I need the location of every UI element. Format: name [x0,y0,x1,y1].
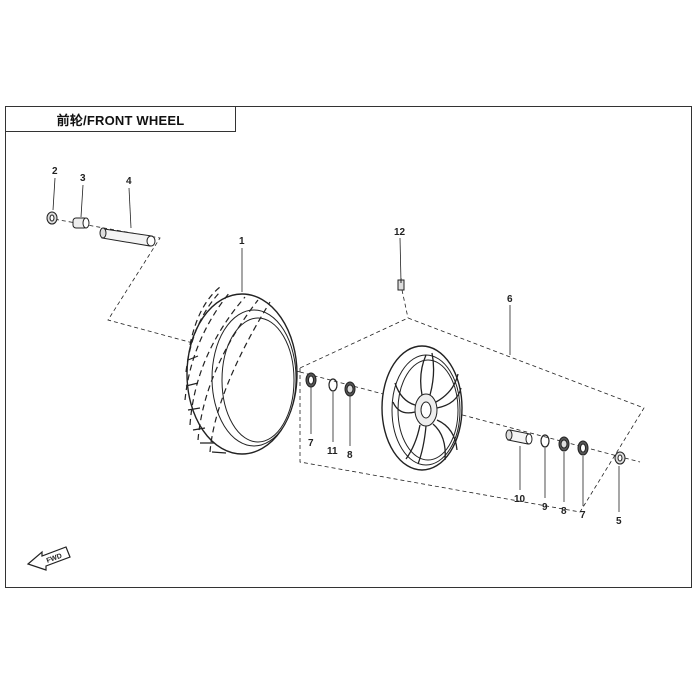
circlip-right-part [540,434,550,448]
callout-9: 9 [542,502,548,513]
tire-part [184,286,298,455]
bearing-left [344,381,356,397]
valve-part [397,278,405,291]
callout-labels: 2 3 4 1 12 6 7 11 8 10 9 8 7 5 [52,166,622,527]
callout-5: 5 [616,516,622,527]
oil-seal-left [305,372,317,388]
title-text: 前轮/FRONT WHEEL [56,112,185,128]
fwd-arrow-icon: FWD [26,546,71,571]
callout-6: 6 [507,294,513,305]
callout-7-right: 7 [580,510,586,521]
hub-box-guide [299,317,645,513]
callout-11: 11 [327,446,338,457]
oil-seal-right [577,440,589,456]
callout-7-left: 7 [308,438,314,449]
callout-3: 3 [80,173,86,184]
valve-guide [401,289,409,319]
collar-part [614,451,626,465]
leader-lines [52,177,620,512]
rim-part [381,345,463,471]
callout-1: 1 [239,236,245,247]
callout-10: 10 [514,494,526,505]
assembly-guides [47,217,645,513]
callout-12: 12 [394,227,406,238]
axle-nut-part [46,211,58,225]
bearing-right [558,436,570,452]
diagram-frame [5,106,692,588]
circlip-part [328,378,338,392]
callout-8-left: 8 [347,450,353,461]
callout-2: 2 [52,166,58,177]
rim-spokes [392,352,462,465]
diagram-title: 前轮/FRONT WHEEL [5,106,236,132]
sleeve-part [505,429,533,445]
spacer-part [72,217,90,229]
axle-part [99,227,156,247]
callout-4: 4 [126,176,132,187]
center-axis-guide [299,371,641,463]
callout-8-right: 8 [561,506,567,517]
